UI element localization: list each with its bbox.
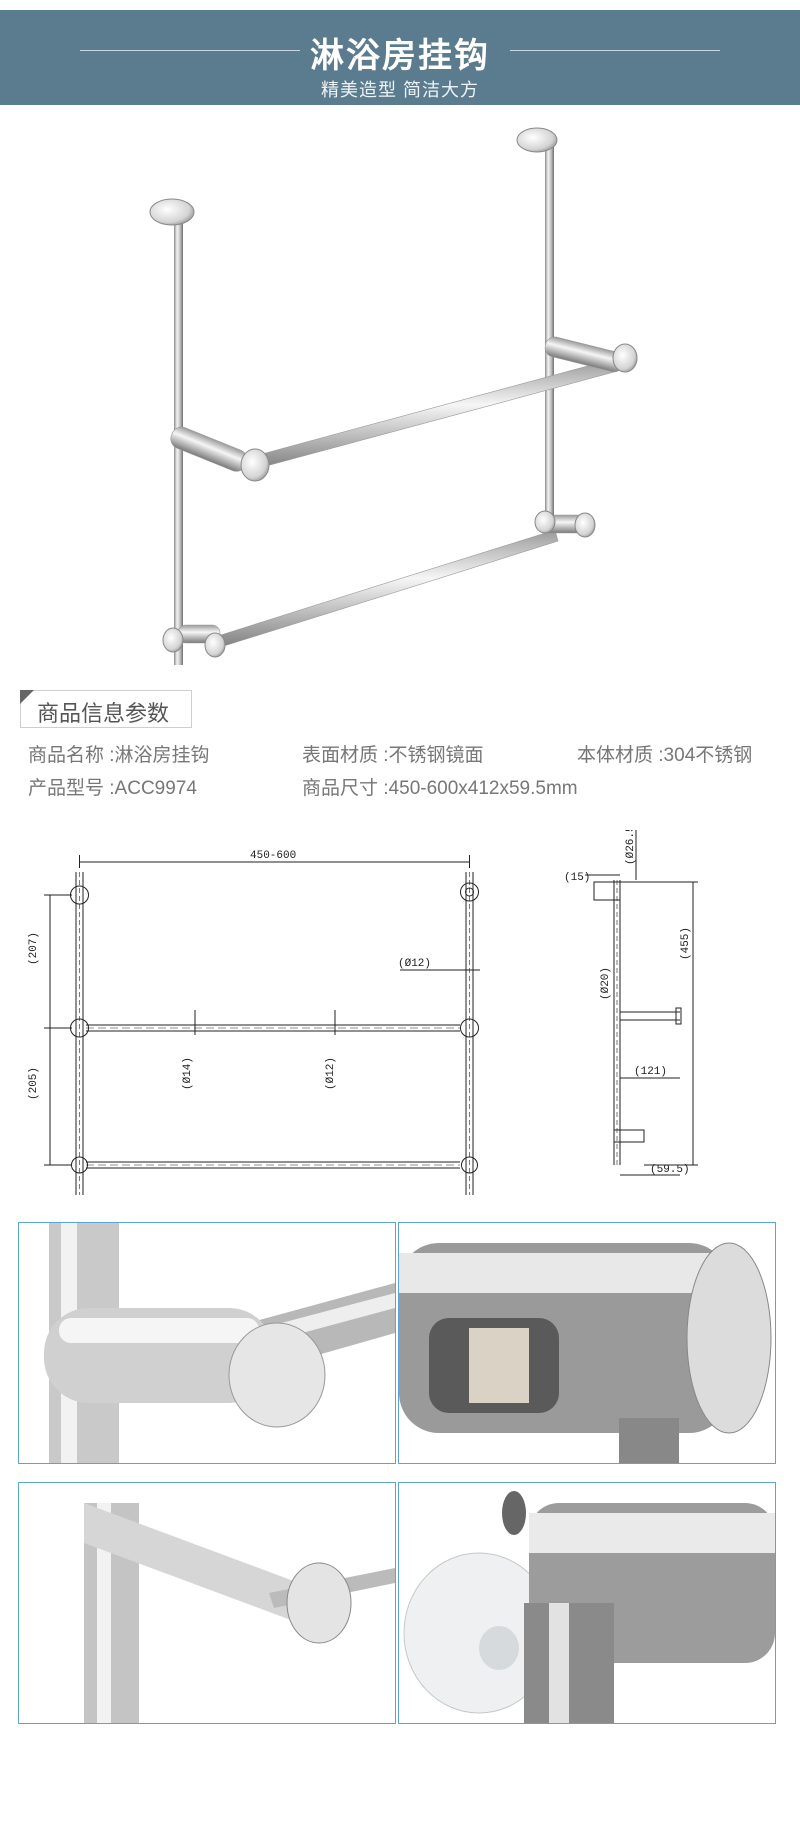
product-image [149, 127, 638, 665]
banner-title: 淋浴房挂钩 [310, 37, 490, 75]
header-banner: 淋浴房挂钩 精美造型 简洁大方 [0, 10, 800, 105]
dim-side-height: (455) [680, 927, 692, 960]
info-surface-material: 表面材质 :不锈钢镜面 [302, 745, 484, 766]
dim-side-offset: (15) [564, 872, 590, 884]
dim-side-top-diameter: (Ø26.5) [625, 830, 637, 865]
info-section-heading: 商品信息参数 [20, 690, 192, 728]
dim-bottom-height: (205) [28, 1067, 40, 1100]
technical-drawing: 450-600 (207) (205) (Ø12) (Ø14) (Ø12) (Ø… [28, 830, 698, 1195]
info-heading-text: 商品信息参数 [37, 701, 170, 726]
info-body-material: 本体材质 :304不锈钢 [577, 745, 753, 766]
detail-photo-suction-cup [398, 1482, 776, 1724]
dim-bar2-diameter: (Ø12) [325, 1057, 337, 1090]
banner-divider-left [80, 50, 300, 51]
detail-photo-clamp [398, 1222, 776, 1464]
banner-divider-right [510, 50, 720, 51]
dim-top-diameter: (Ø12) [398, 958, 431, 970]
dim-side-depth: (59.5) [650, 1164, 690, 1176]
heading-corner-mark [20, 690, 34, 704]
dim-side-mid-diameter: (Ø20) [600, 967, 612, 1000]
detail-photo-joint [18, 1222, 396, 1464]
dim-top-height: (207) [28, 932, 40, 965]
dim-width: 450-600 [250, 850, 296, 862]
banner-subtitle: 精美造型 简洁大方 [320, 80, 479, 100]
dim-bar1-diameter: (Ø14) [182, 1057, 194, 1090]
detail-photo-bar-end [18, 1482, 396, 1724]
info-model-number: 产品型号 :ACC9974 [28, 778, 197, 799]
dim-side-arm: (121) [634, 1066, 667, 1078]
info-dimensions: 商品尺寸 :450-600x412x59.5mm [302, 778, 578, 799]
info-product-name: 商品名称 :淋浴房挂钩 [28, 745, 210, 766]
